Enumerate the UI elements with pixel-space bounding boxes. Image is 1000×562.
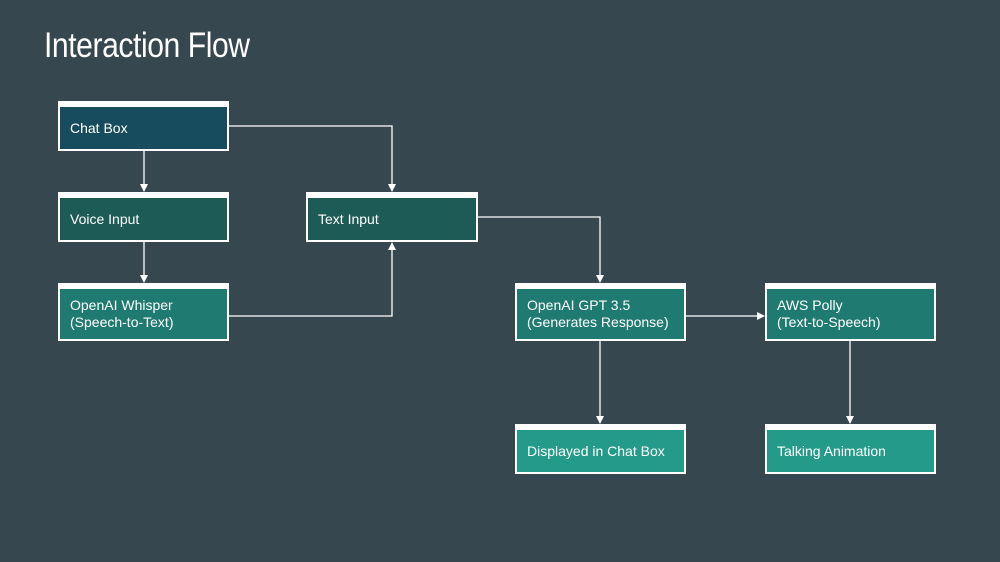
edge-whisper-to-textinput	[229, 242, 396, 317]
aws-polly-label: AWS Polly (Text-to-Speech)	[777, 297, 881, 330]
openai-gpt-node: OpenAI GPT 3.5 (Generates Response)	[515, 283, 686, 341]
voice-input-label: Voice Input	[70, 210, 140, 227]
openai-whisper-node: OpenAI Whisper (Speech-to-Text)	[58, 283, 229, 341]
text-input-label: Text Input	[318, 210, 379, 227]
chat-box-label: Chat Box	[70, 119, 128, 136]
aws-polly-node: AWS Polly (Text-to-Speech)	[765, 283, 936, 341]
displayed-in-chat-box-label: Displayed in Chat Box	[527, 442, 665, 459]
edge-chatbox-to-textinput	[229, 125, 396, 192]
openai-whisper-label: OpenAI Whisper (Speech-to-Text)	[70, 297, 174, 330]
text-input-node: Text Input	[306, 192, 478, 242]
edge-textinput-to-gpt	[478, 216, 604, 283]
openai-gpt-label: OpenAI GPT 3.5 (Generates Response)	[527, 297, 669, 330]
slide-title: Interaction Flow	[44, 26, 250, 65]
talking-animation-label: Talking Animation	[777, 442, 886, 459]
talking-animation-node: Talking Animation	[765, 424, 936, 474]
displayed-in-chat-box-node: Displayed in Chat Box	[515, 424, 686, 474]
voice-input-node: Voice Input	[58, 192, 229, 242]
chat-box-node: Chat Box	[58, 101, 229, 151]
